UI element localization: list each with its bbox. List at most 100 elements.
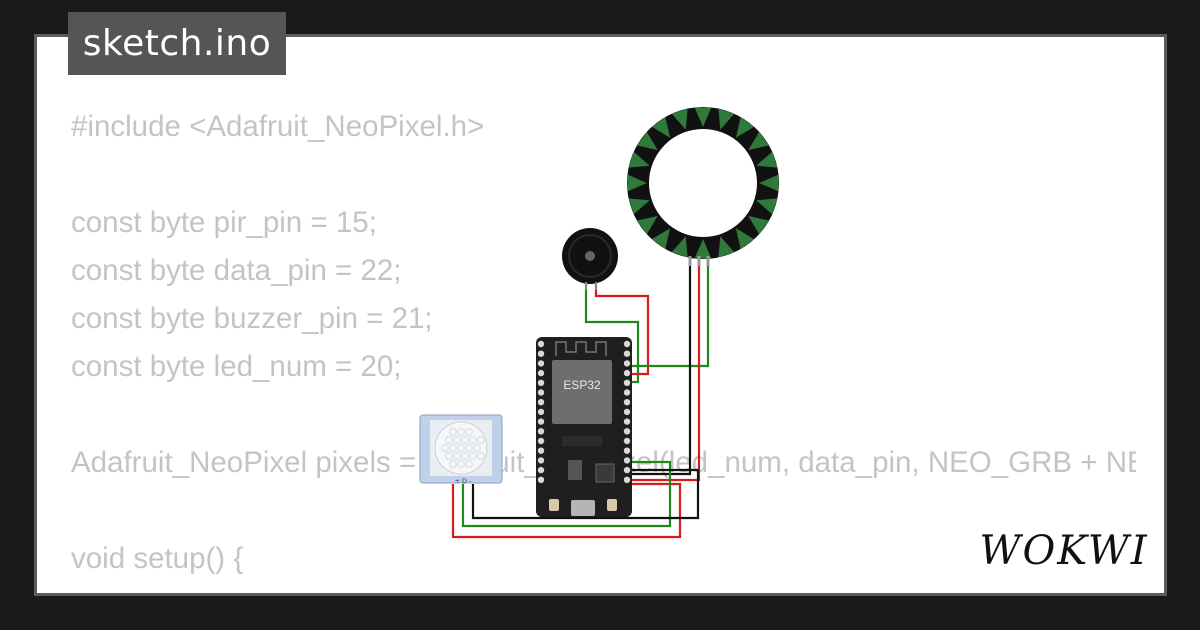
dome-cell	[469, 452, 477, 460]
pin-header-left	[537, 340, 545, 483]
pin	[623, 350, 631, 357]
wire-pir-black[interactable]	[471, 468, 700, 520]
ring-led	[694, 107, 712, 127]
ring-led	[671, 236, 688, 258]
pin	[623, 408, 631, 416]
dome-cell	[469, 436, 477, 444]
dome-cell	[465, 428, 473, 436]
ring-leds	[627, 107, 779, 259]
ring-led	[694, 239, 712, 259]
pin	[537, 437, 545, 445]
code-line: const byte data_pin = 22;	[71, 254, 402, 287]
pir-pin-labels: + D -	[455, 477, 473, 485]
pin	[537, 466, 545, 474]
ring-led	[651, 116, 671, 138]
dome-cell	[453, 436, 461, 444]
wire-buzzer-red[interactable]	[594, 282, 650, 376]
code-line: #include <Adafruit_NeoPixel.h>	[71, 110, 485, 143]
dome-cell	[477, 436, 485, 444]
wire-ring-green[interactable]	[630, 260, 710, 368]
wokwi-logo[interactable]: WOKWI	[978, 526, 1150, 578]
code-line: const byte led_num = 20;	[71, 350, 402, 383]
buzzer[interactable]	[562, 228, 618, 290]
pin	[537, 379, 545, 386]
pin	[537, 418, 545, 425]
pin	[537, 476, 545, 483]
ring-body	[627, 107, 779, 259]
pin	[537, 408, 545, 416]
esp32-chip	[552, 360, 612, 424]
antenna-trace	[555, 341, 607, 356]
brand-name: WOKWI	[979, 528, 1148, 574]
dome-cell	[461, 452, 469, 460]
ring-led	[759, 174, 779, 192]
ring-led	[671, 108, 688, 130]
pin	[537, 360, 545, 367]
reset-button[interactable]	[607, 499, 617, 511]
code-line: const byte pir_pin = 15;	[71, 206, 377, 239]
usb-port	[571, 500, 595, 516]
dome-cell	[449, 444, 457, 452]
ring-led	[735, 116, 755, 138]
esp32-board[interactable]: ESP32	[536, 337, 632, 517]
wire-pir-green[interactable]	[461, 460, 672, 528]
pir-sensor[interactable]: + D -	[419, 414, 503, 485]
ring-led	[718, 108, 735, 130]
usb-chip	[595, 463, 615, 483]
dome-cell	[445, 452, 453, 460]
pin	[537, 340, 545, 348]
dome-cell	[441, 444, 449, 452]
wires	[451, 260, 710, 539]
pin	[537, 350, 545, 357]
dome-cell	[457, 428, 465, 436]
ring-led	[748, 215, 770, 235]
dome-cell	[453, 452, 461, 460]
pin	[623, 360, 631, 367]
pin-header-right	[623, 340, 631, 483]
dome-cell	[465, 460, 473, 468]
pin	[537, 447, 545, 454]
pin	[623, 418, 631, 425]
ring-led	[735, 228, 755, 250]
pin	[623, 399, 631, 406]
code-line: Serial.begin(115200);	[71, 583, 1136, 593]
boot-button[interactable]	[549, 499, 559, 511]
wire-pir-red[interactable]	[451, 482, 682, 539]
pir-dome	[441, 428, 485, 468]
pin	[623, 437, 631, 445]
dome-cell	[445, 436, 453, 444]
neopixel-ring[interactable]	[627, 107, 779, 266]
pin	[623, 457, 631, 464]
dome-cell	[473, 444, 481, 452]
ring-led	[636, 131, 658, 151]
pin	[537, 369, 545, 377]
dome-cell	[449, 460, 457, 468]
wire-ring-black[interactable]	[630, 260, 692, 476]
ring-led	[628, 198, 650, 215]
chip-label: ESP32	[563, 378, 601, 392]
ring-led	[651, 228, 671, 250]
pin	[537, 428, 545, 435]
dome-cell	[449, 428, 457, 436]
code-line: const byte buzzer_pin = 21;	[71, 302, 433, 335]
dome-cell	[477, 452, 485, 460]
ring-led	[718, 236, 735, 258]
wire-ring-red[interactable]	[630, 260, 701, 482]
pin	[623, 369, 631, 377]
code-line: void setup() {	[71, 542, 244, 575]
file-tab[interactable]: sketch.ino	[68, 12, 286, 75]
pin	[623, 340, 631, 348]
pin	[623, 447, 631, 454]
pin	[623, 389, 631, 396]
pin	[623, 466, 631, 474]
pin	[623, 379, 631, 386]
dome-cell	[457, 444, 465, 452]
wire-buzzer-green[interactable]	[584, 282, 640, 384]
ring-led	[636, 215, 658, 235]
ring-led	[748, 131, 770, 151]
pin	[537, 457, 545, 464]
pin	[537, 389, 545, 396]
regulator	[568, 460, 582, 480]
pin	[623, 476, 631, 483]
